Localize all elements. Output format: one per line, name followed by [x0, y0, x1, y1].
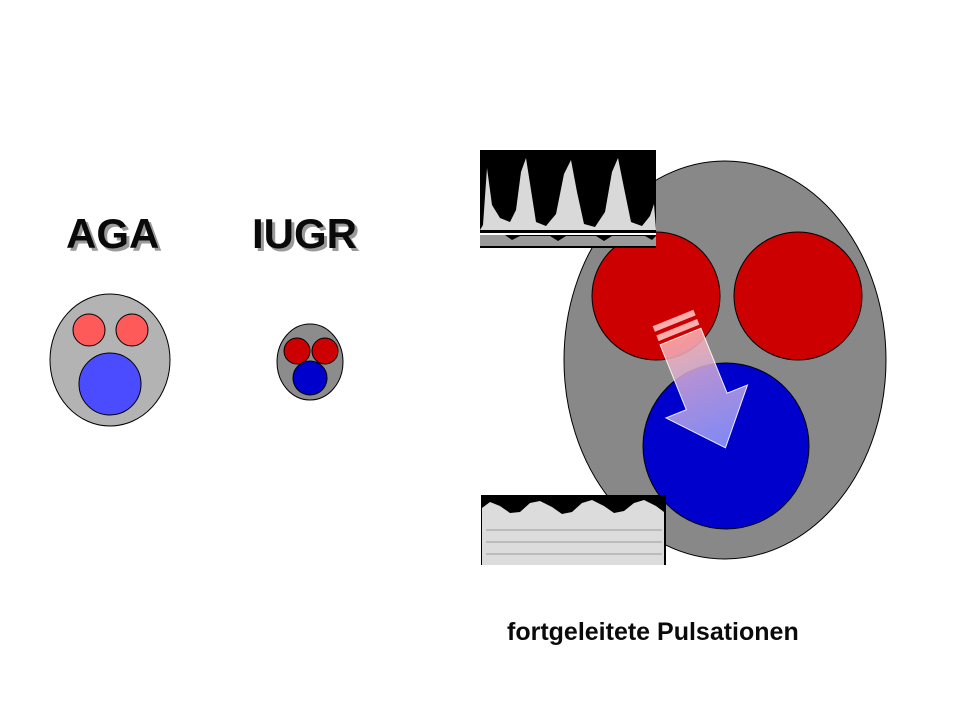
iugr-artery-left [283, 337, 311, 365]
doppler-waveform-arterial [480, 150, 656, 248]
doppler-arterial-signal [480, 158, 656, 230]
doppler-venous-signal [482, 500, 664, 566]
arrow-shaft-head [659, 327, 749, 449]
iugr-artery-right [311, 337, 339, 365]
arrow-stripe-1 [652, 309, 696, 332]
aga-vein [78, 352, 142, 416]
caption-label: fortgeleitete Pulsationen [507, 618, 799, 646]
iugr-cord-crosssection [276, 323, 344, 401]
arrow-stripe-2 [656, 319, 700, 342]
doppler-arterial-reverse [480, 235, 656, 246]
pulse-transmission-arrow-icon [652, 309, 749, 449]
aga-artery-right [115, 313, 149, 347]
iugr-label: IUGR [252, 210, 357, 257]
iugr-vein [292, 360, 328, 396]
aga-label: AGA [66, 210, 160, 257]
aga-artery-left [72, 313, 106, 347]
large-artery-right [733, 231, 863, 361]
doppler-venous-baseline [481, 565, 666, 567]
doppler-arterial-baseline [480, 233, 656, 235]
aga-cord-crosssection [49, 293, 171, 427]
doppler-waveform-venous [481, 495, 666, 567]
large-cord-crosssection [563, 160, 887, 560]
doppler-venous-texture [486, 529, 662, 555]
